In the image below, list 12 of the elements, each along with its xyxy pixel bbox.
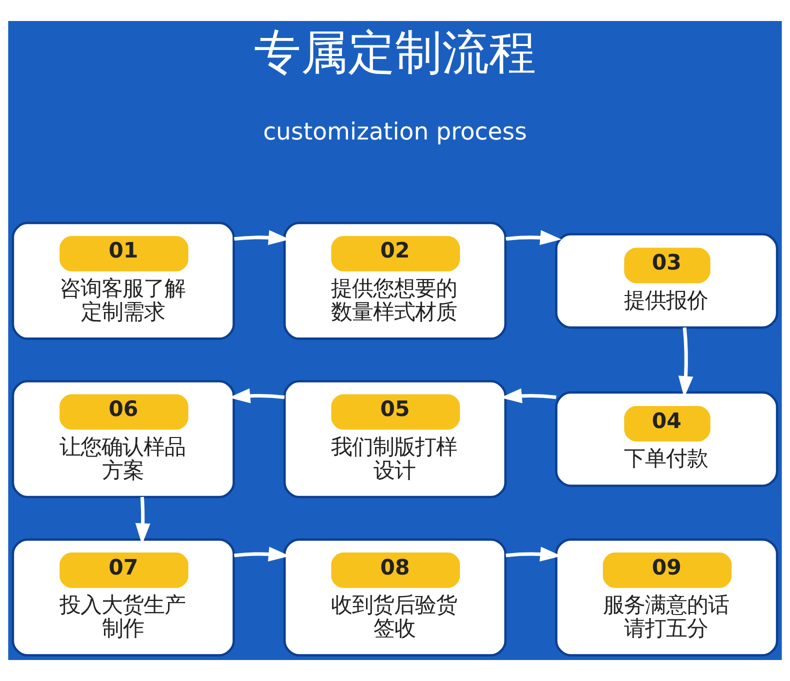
node-box: 04 下单付款 — [555, 391, 778, 487]
arrow — [506, 230, 562, 246]
node-box: 01 咨询客服了解定制需求 — [12, 222, 235, 340]
node-box: 06 让您确认样品方案 — [12, 380, 235, 498]
node-box: 05 我们制版打样设计 — [283, 380, 507, 498]
node-box: 09 服务满意的话请打五分 — [555, 538, 778, 656]
node-box: 07 投入大货生产制作 — [12, 538, 235, 656]
label: customization process — [263, 118, 527, 146]
node-box: 08 收到货后验货签收 — [283, 538, 507, 656]
node-box: 02 提供您想要的数量样式材质 — [283, 222, 507, 340]
diagram-title: 专属定制流程 — [254, 25, 536, 80]
node-box: 03 提供报价 — [555, 233, 778, 329]
